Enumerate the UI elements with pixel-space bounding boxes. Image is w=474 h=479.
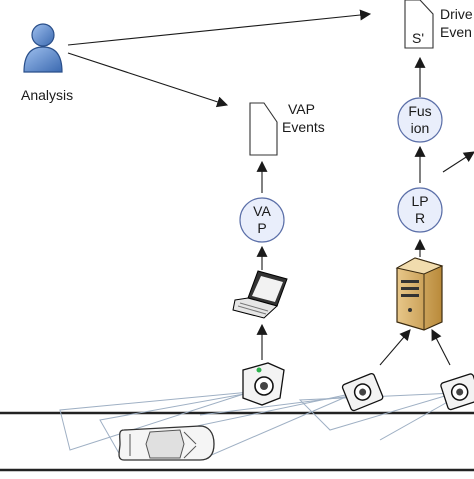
vap-events-label-line-2: Events — [282, 119, 325, 135]
road — [0, 411, 474, 472]
vap-events-label-line-1: VAP — [288, 101, 315, 117]
lpr-node-label-line-2: R — [414, 210, 426, 226]
camera-icon — [242, 362, 285, 406]
fusion-node-label-line-2: ion — [410, 120, 430, 136]
actor-label: Analysis — [21, 87, 74, 103]
vap-node-label-line-2: P — [257, 220, 267, 236]
driver-events-label-line-1: Drive — [440, 6, 473, 22]
alpr-camera-icon-1 — [341, 372, 384, 412]
lpr-node-label-line-1: LP — [411, 193, 429, 209]
fusion-node — [397, 97, 443, 143]
laptop-icon — [232, 270, 288, 319]
car-icon — [118, 425, 215, 461]
alpr-camera-icon-2 — [440, 373, 474, 411]
s-prime-doc-label: S' — [412, 30, 425, 46]
vap-events-document — [249, 102, 278, 156]
driver-events-label-line-2: Even — [440, 24, 472, 40]
server-icon — [395, 257, 444, 331]
connectors — [67, 9, 474, 366]
vap-node-label-line-1: VA — [253, 203, 271, 219]
user-icon — [23, 23, 63, 73]
vap-node — [239, 197, 285, 243]
lpr-node — [397, 187, 443, 233]
driver-events-document — [404, 0, 434, 49]
fusion-node-label-line-1: Fus — [408, 103, 432, 119]
